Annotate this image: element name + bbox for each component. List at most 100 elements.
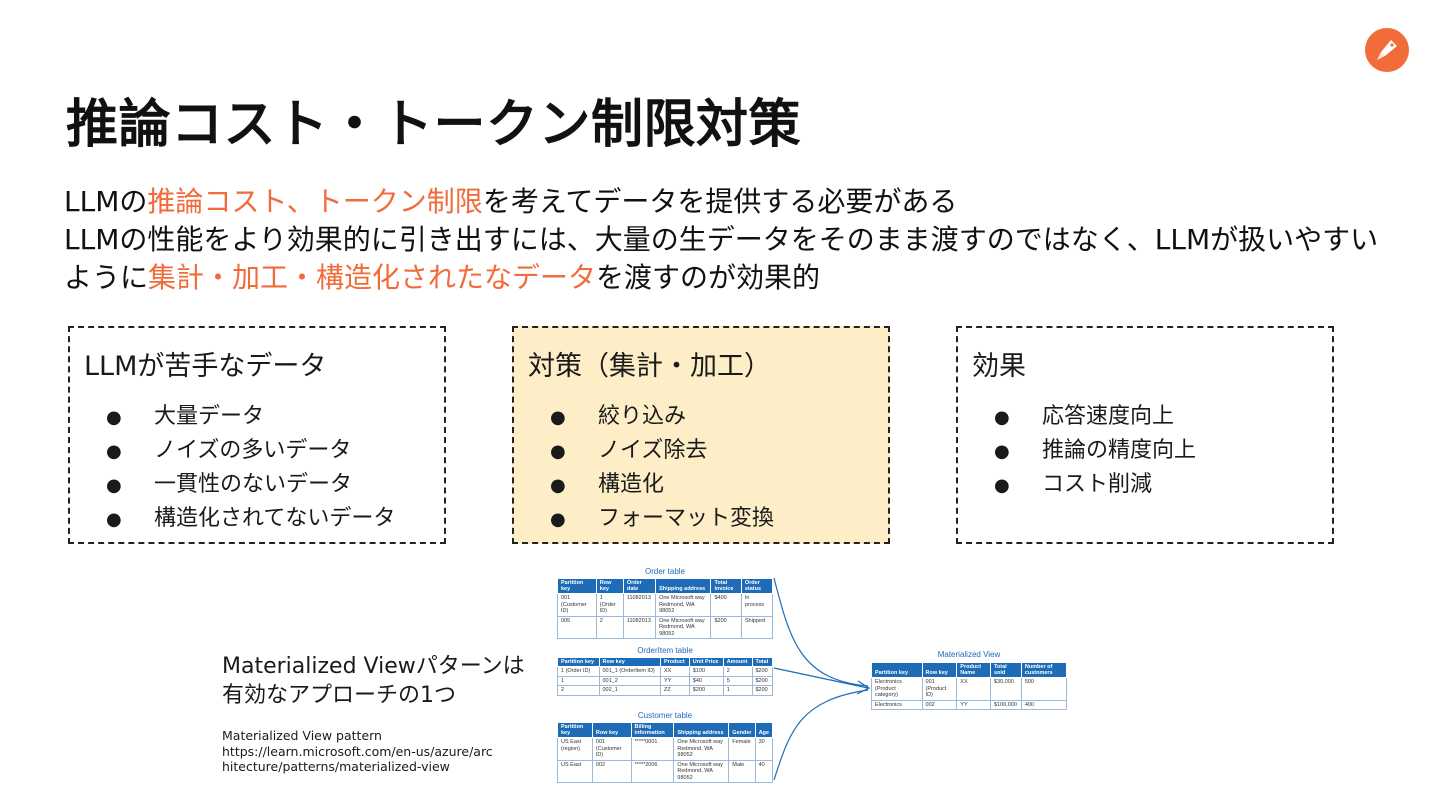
table-cell: Shipped [740,615,774,639]
box-heading: 対策（集計・加工） [528,351,771,382]
bullet-text: ノイズの多いデータ [154,438,352,463]
bullet-text: 大量データ [154,404,265,429]
mv-ref-url-2[interactable]: hitecture/patterns/materialized-view [222,759,450,774]
bullet-text: 構造化されてないデータ [154,506,396,531]
lead-line-1: LLMの推論コスト、トークン制限を考えてデータを提供する必要がある [64,183,1384,221]
table-cell: 1 (Order ID) [595,593,624,617]
column-header: Billing information [630,722,675,738]
column-header: Order date [622,578,657,594]
table-cell: One Microsoft way Redmond, WA 98052 [655,615,712,639]
bullet-text: 応答速度向上 [1042,404,1175,429]
column-header: Product Name [956,662,991,678]
mv-title-line-2: 有効なアプローチの1つ [222,683,456,708]
order-table-caption: Order table [644,567,686,576]
column-header: Row key [591,722,632,738]
box-heading: 効果 [972,351,1026,382]
lead-line-2: LLMの性能をより効果的に引き出すには、大量の生データをそのまま渡すのではなく、… [64,221,1384,297]
lead-text: を渡すのが効果的 [596,261,821,294]
bullet-dot-icon: ● [106,441,122,462]
column-header: Row key [595,578,624,594]
table-cell: 400 [1020,699,1068,710]
countermeasure-box: 対策（集計・加工） ●絞り込み●ノイズ除去●構造化●フォーマット変換 [512,326,890,544]
bullet-text: 絞り込み [598,404,687,429]
table-cell: XX [956,677,991,701]
table-cell: 2 [722,666,753,677]
bullet-dot-icon: ● [106,407,122,428]
bullet-item: ●フォーマット変換 [550,502,774,536]
lead-text: を考えてデータを提供する必要がある [482,185,958,218]
countermeasure-list: ●絞り込み●ノイズ除去●構造化●フォーマット変換 [550,400,774,536]
table-cell: 40 [754,759,774,783]
table-cell: *****2006 [630,759,675,783]
bullet-text: ノイズ除去 [598,438,708,463]
table-cell: 001_1 (OrderItem ID) [598,666,661,677]
bullet-item: ●構造化 [550,468,774,502]
box-heading: LLMが苦手なデータ [84,351,327,382]
table-row: Electronics (Product category)001 (Produ… [871,677,1068,701]
table-cell: 001 (Customer ID) [557,593,597,617]
table-cell: One Microsoft way Redmond, WA 98052 [655,593,712,617]
column-header: Row key [598,657,661,667]
bullet-item: ●推論の精度向上 [994,434,1196,468]
effect-list: ●応答速度向上●推論の精度向上●コスト削減 [994,400,1196,502]
column-header: Unit Price [688,657,724,667]
column-header: Partition key [871,662,923,678]
mv-ref-url-1[interactable]: https://learn.microsoft.com/en-us/azure/… [222,743,493,759]
table-cell: Electronics [871,699,923,710]
table-cell: One Microsoft way Redmond, WA 98052 [673,759,730,783]
lead-text: LLMの [64,185,148,218]
bullet-item: ● ノイズの多いデータ [106,434,395,468]
column-header: Product [659,657,690,667]
column-header: Gender [728,722,756,738]
customer-table-caption: Customer table [637,711,693,720]
column-header: Order status [740,578,774,594]
bullet-text: コスト削減 [1042,472,1153,497]
mview-table-caption: Materialized View [937,650,1001,659]
lead-text: LLMの性能をより効果的に引き出すには、大量の生データをそのまま渡すのではなく、… [64,223,1379,294]
column-header: Shipping address [655,578,712,594]
bullet-item: ●応答速度向上 [994,400,1196,434]
table-cell: $100 [688,666,724,677]
weak-data-box: LLMが苦手なデータ ●大量データ●ノイズの多いデータ●一貫性のないデータ●構造… [68,326,446,544]
table-cell: US East [557,759,593,783]
mv-pattern-title: Materialized Viewパターンは 有効なアプローチの1つ [222,652,525,710]
table-cell: Female [728,737,756,761]
bullet-item: ● 大量データ [106,400,395,434]
effect-box: 効果 ●応答速度向上●推論の精度向上●コスト削減 [956,326,1334,544]
bullet-text: 構造化 [598,472,665,497]
column-header: Amount [722,657,753,667]
highlight-text: 推論コスト、トークン制限 [147,185,483,218]
bullet-text: フォーマット変換 [598,506,775,531]
postman-logo-icon [1365,28,1409,72]
table-cell: YY [956,699,991,710]
bullet-dot-icon: ● [106,509,122,530]
table-cell: 005 [557,615,597,639]
table-cell: 1 [557,675,600,686]
column-header: Age [754,722,774,738]
table-cell: $200 [751,685,773,696]
bullet-item: ●コスト削減 [994,468,1196,502]
table-cell: 001 (Product ID) [921,677,958,701]
mv-ref-name: Materialized View pattern [222,728,382,743]
table-cell: 30 [754,737,774,761]
column-header: Shipping address [673,722,730,738]
table-cell: ZZ [659,685,690,696]
table-cell: 2 [557,685,600,696]
column-header: Partition key [557,722,593,738]
table-cell: 11082013 [622,615,657,639]
table-cell: $100,000 [989,699,1022,710]
table-cell: $200 [751,666,773,677]
